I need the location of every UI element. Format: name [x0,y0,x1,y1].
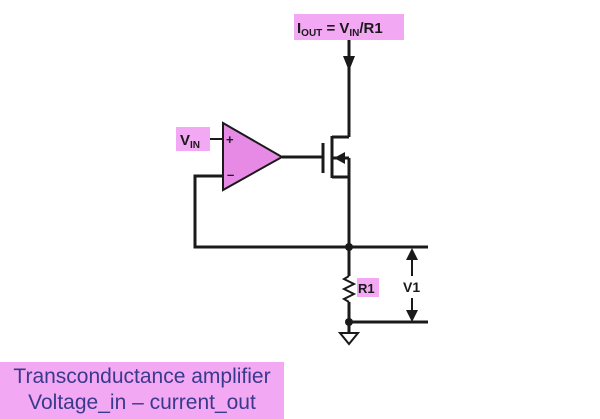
svg-text:IOUT = VIN/R1: IOUT = VIN/R1 [297,20,383,39]
input-v-sub: IN [190,140,200,151]
mosfet-arrow [334,152,345,164]
caption: Transconductance amplifier Voltage_in – … [0,362,284,419]
resistor-r1 [341,275,357,303]
op-amp [222,121,285,192]
resistor-label: R1 [357,278,379,297]
voltage-label: V1 [403,279,420,295]
svg-text:VIN: VIN [180,132,200,151]
output-tail: /R1 [359,20,382,37]
output-v-sub: IN [349,28,359,39]
output-i: I [297,20,301,37]
mosfet [321,135,351,247]
minus-sign: – [227,167,234,182]
ground-icon [337,332,361,346]
v1-measurement [406,248,418,322]
output-i-sub: OUT [301,28,322,39]
caption-line-2: Voltage_in – current_out [28,391,256,414]
output-current-label: IOUT = VIN/R1 [294,14,404,40]
plus-sign: + [226,132,234,147]
caption-line-1: Transconductance amplifier [13,365,271,388]
resistor-label-text: R1 [358,281,375,296]
output-eq: = V [322,20,349,37]
input-v: V [180,132,190,149]
current-arrow [343,56,355,71]
input-label: VIN [176,127,210,151]
feedback-wire [193,174,349,249]
